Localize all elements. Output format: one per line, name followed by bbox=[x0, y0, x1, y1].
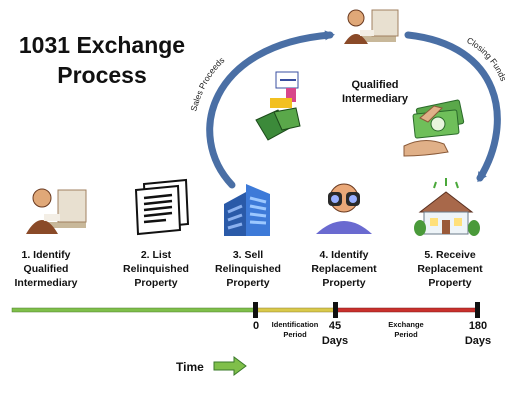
closing-funds-arc bbox=[404, 31, 501, 183]
title-line-1: 1031 Exchange bbox=[18, 32, 186, 58]
step-2-line-1: 2. List bbox=[140, 249, 172, 261]
step-1-label: 1. Identify Qualified Intermediary bbox=[0, 248, 94, 290]
tick-180-unit: Days bbox=[464, 335, 492, 347]
person-at-desk-icon bbox=[26, 188, 87, 234]
cash-in-hand-icon bbox=[403, 99, 465, 157]
money-icon bbox=[255, 71, 301, 141]
sales-proceeds-label: Sales Proceeds bbox=[188, 55, 226, 112]
step-1-line-2: Qualified bbox=[23, 263, 69, 275]
sales-proceeds-arc bbox=[206, 30, 335, 189]
step-4-line-1: 4. Identify bbox=[319, 249, 369, 261]
intermediary-label-line-1: Qualified bbox=[351, 79, 399, 91]
step-3-line-1: 3. Sell bbox=[232, 249, 264, 261]
step-1-line-1: 1. Identify bbox=[21, 249, 71, 261]
tick-label-0: 0 bbox=[248, 320, 264, 332]
binoculars-icon bbox=[316, 183, 372, 234]
tick-45-unit: Days bbox=[321, 335, 349, 347]
timeline-tick-45 bbox=[333, 302, 338, 318]
time-arrow-icon bbox=[213, 356, 247, 376]
identification-period-line-1: Identification bbox=[271, 320, 319, 329]
identification-period-line-2: Period bbox=[283, 330, 307, 339]
step-1-line-3: Intermediary bbox=[14, 277, 78, 289]
tick-label-45: 45 Days bbox=[318, 320, 352, 347]
step-5-line-2: Replacement bbox=[417, 263, 483, 275]
timeline-pre-segment bbox=[11, 307, 257, 313]
title-line-2: Process bbox=[57, 62, 147, 88]
step-2-line-3: Property bbox=[134, 277, 178, 289]
diagram-title: 1031 Exchange Process bbox=[12, 30, 192, 90]
step-5-line-3: Property bbox=[428, 277, 472, 289]
intermediary-label: Qualified Intermediary bbox=[335, 78, 415, 106]
exchange-period-label: Exchange Period bbox=[376, 320, 436, 340]
exchange-period-line-2: Period bbox=[394, 330, 418, 339]
step-5-line-1: 5. Receive bbox=[424, 249, 476, 261]
step-2-label: 2. List Relinquished Property bbox=[108, 248, 204, 290]
timeline-tick-0 bbox=[253, 302, 258, 318]
step-5-label: 5. Receive Replacement Property bbox=[402, 248, 498, 290]
step-3-line-3: Property bbox=[226, 277, 270, 289]
timeline-tick-180 bbox=[475, 302, 480, 318]
identification-period-label: Identification Period bbox=[262, 320, 328, 340]
step-4-line-3: Property bbox=[322, 277, 366, 289]
step-2-line-2: Relinquished bbox=[123, 263, 189, 275]
step-4-line-2: Replacement bbox=[311, 263, 377, 275]
step-4-label: 4. Identify Replacement Property bbox=[296, 248, 392, 290]
timeline-identification-segment bbox=[255, 307, 337, 313]
tick-label-180: 180 Days bbox=[458, 320, 498, 347]
exchange-period-line-1: Exchange bbox=[388, 320, 424, 329]
tick-0-value: 0 bbox=[252, 320, 260, 332]
timeline-exchange-segment bbox=[335, 307, 479, 313]
building-icon bbox=[224, 184, 270, 236]
tick-180-value: 180 bbox=[468, 320, 488, 332]
step-3-label: 3. Sell Relinquished Property bbox=[200, 248, 296, 290]
time-label: Time bbox=[176, 360, 204, 374]
step-3-line-2: Relinquished bbox=[215, 263, 281, 275]
intermediary-person-icon bbox=[344, 9, 399, 44]
documents-icon bbox=[134, 178, 190, 236]
tick-45-value: 45 bbox=[328, 320, 342, 332]
intermediary-label-line-2: Intermediary bbox=[341, 93, 409, 105]
house-icon bbox=[414, 178, 480, 236]
